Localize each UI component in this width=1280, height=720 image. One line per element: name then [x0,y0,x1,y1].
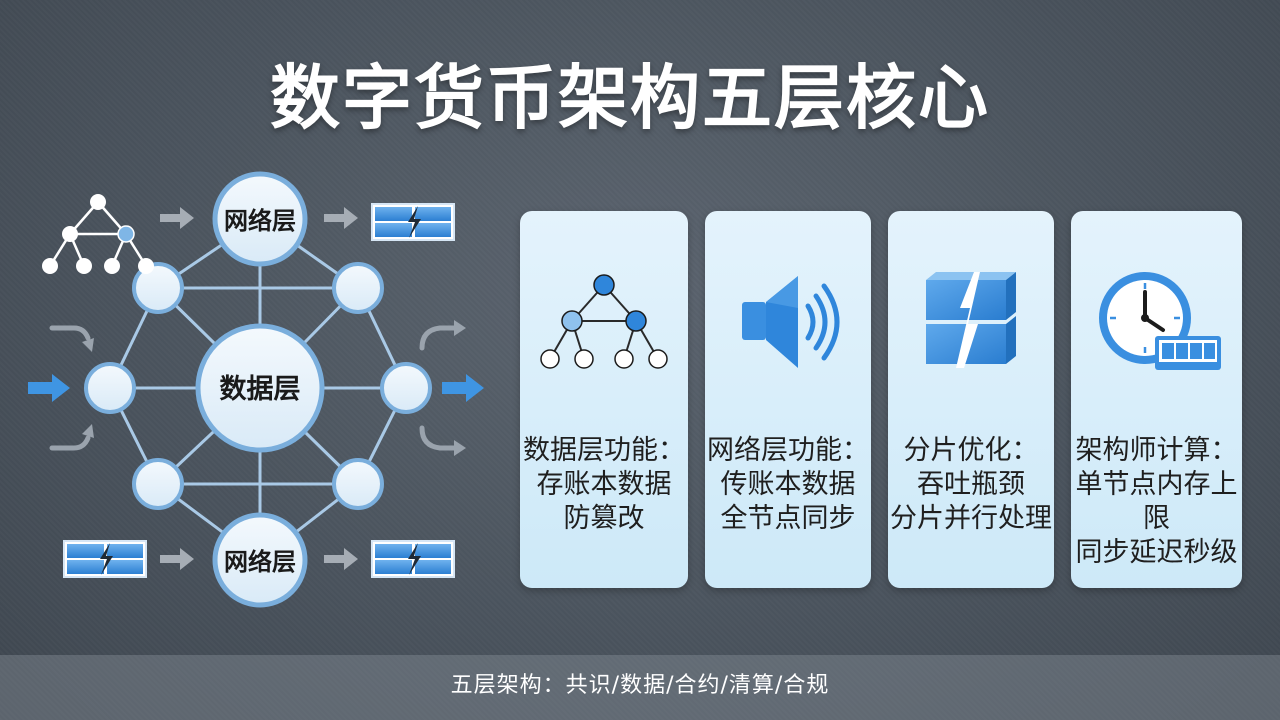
card-network-layer: 网络层功能： 传账本数据 全节点同步 [705,211,871,588]
card-title: 架构师计算： [1075,435,1238,466]
card-line: 全节点同步 [720,503,856,534]
network-tree-icon [520,263,688,383]
card-line: 吞吐瓶颈 [917,469,1025,500]
node-center [195,323,325,453]
node-center-label: 数据层 [220,374,301,405]
card-sharding: 分片优化： 吞吐瓶颈 分片并行处理 [888,211,1054,588]
node-left [84,362,136,414]
block-icon-bottom-left [63,540,147,578]
node-right [380,362,432,414]
card-line: 存账本数据 [536,469,672,500]
node-lower-right [332,458,384,510]
layer-network-diagram: 网络层 数据层 网络层 [28,171,484,608]
block-icon-top-right [371,203,455,241]
node-upper-left [132,262,184,314]
card-architect-calc: 架构师计算： 单节点内存上限 同步延迟秒级 [1071,211,1242,588]
node-upper-right [332,262,384,314]
node-bottom-label: 网络层 [224,548,296,576]
node-lower-left [132,458,184,510]
blue-arrows [28,374,484,402]
card-data-layer: 数据层功能： 存账本数据 防篡改 [520,211,688,588]
side-arrows [49,325,457,451]
node-bottom [212,512,308,608]
node-top [212,171,308,267]
clock-memory-icon [1071,263,1242,383]
card-title: 数据层功能： [523,435,685,466]
speaker-icon [705,263,871,383]
card-title: 分片优化： [903,435,1039,466]
card-title: 网络层功能： [707,435,869,466]
mini-tree-icon [42,194,154,274]
page-title: 数字货币架构五层核心 [270,57,990,139]
flow-arrows-gray [160,207,358,570]
card-line: 传账本数据 [720,469,856,500]
block-icon-bottom-right [371,540,455,578]
card-line: 防篡改 [563,503,645,534]
node-top-label: 网络层 [224,207,296,235]
card-line: 单节点内存上限 [1075,469,1238,534]
split-blocks-icon [888,263,1054,383]
footer-caption: 五层架构：共识/数据/合约/清算/合规 [0,655,1280,720]
card-line: 分片并行处理 [890,503,1052,534]
diagram-small-nodes [84,262,432,510]
card-line: 同步延迟秒级 [1075,537,1238,568]
